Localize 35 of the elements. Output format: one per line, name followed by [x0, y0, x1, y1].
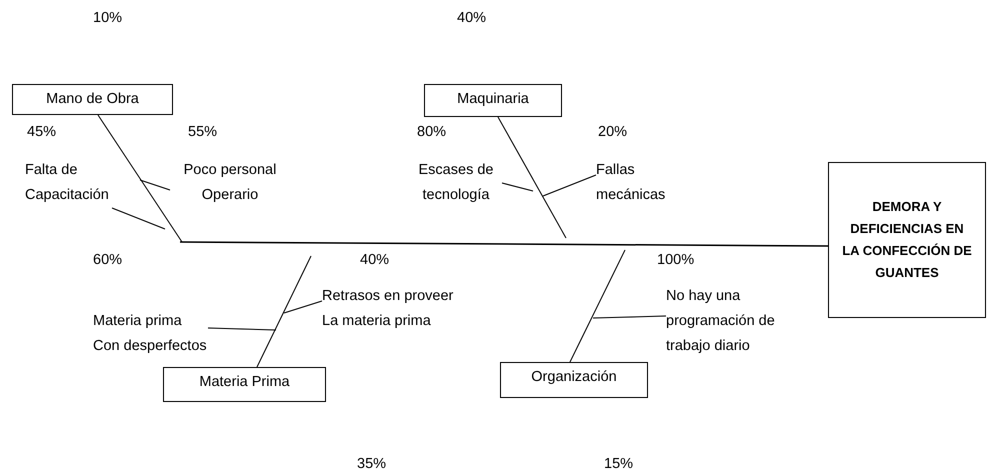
- cause-text: No hay una programación de trabajo diario: [666, 284, 779, 359]
- percentage-label: 60%: [93, 252, 122, 268]
- percentage-label: 40%: [360, 252, 390, 268]
- percentage-label: 55%: [188, 124, 218, 140]
- percentage-label: 15%: [604, 456, 634, 472]
- leader-line: [208, 328, 276, 330]
- cause-text: Retrasos en proveer La materia prima: [322, 284, 462, 334]
- cause-text: Poco personal Operario: [170, 158, 290, 208]
- percentage-label: 10%: [93, 10, 122, 26]
- percentage-label: 40%: [457, 10, 486, 26]
- cause-text: Escases de tecnología: [410, 158, 502, 208]
- bone-line: [570, 250, 626, 362]
- bone-line: [498, 116, 566, 238]
- cause-text: Materia prima Con desperfectos: [93, 309, 208, 359]
- leader-line: [284, 300, 322, 314]
- leader-line: [112, 208, 166, 230]
- category-box: Mano de Obra: [12, 84, 173, 115]
- category-box: Materia Prima: [163, 367, 326, 402]
- leader-line: [542, 174, 596, 196]
- effect-box: DEMORA Y DEFICIENCIAS EN LA CONFECCIÓN DE GUANTES: [828, 162, 986, 318]
- bone-line: [256, 256, 312, 368]
- percentage-label: 35%: [357, 456, 386, 472]
- cause-text: Fallas mecánicas: [596, 158, 696, 208]
- leader-line: [592, 316, 666, 318]
- category-box: Organización: [500, 362, 648, 398]
- cause-text: Falta de Capacitación: [25, 158, 130, 208]
- leader-line: [502, 182, 534, 192]
- percentage-label: 45%: [27, 124, 56, 140]
- spine-line: [180, 241, 828, 247]
- leader-line: [140, 180, 170, 190]
- percentage-label: 100%: [657, 252, 694, 268]
- percentage-label: 20%: [598, 124, 628, 140]
- category-box: Maquinaria: [424, 84, 562, 117]
- bone-line: [98, 114, 182, 242]
- percentage-label: 80%: [417, 124, 446, 140]
